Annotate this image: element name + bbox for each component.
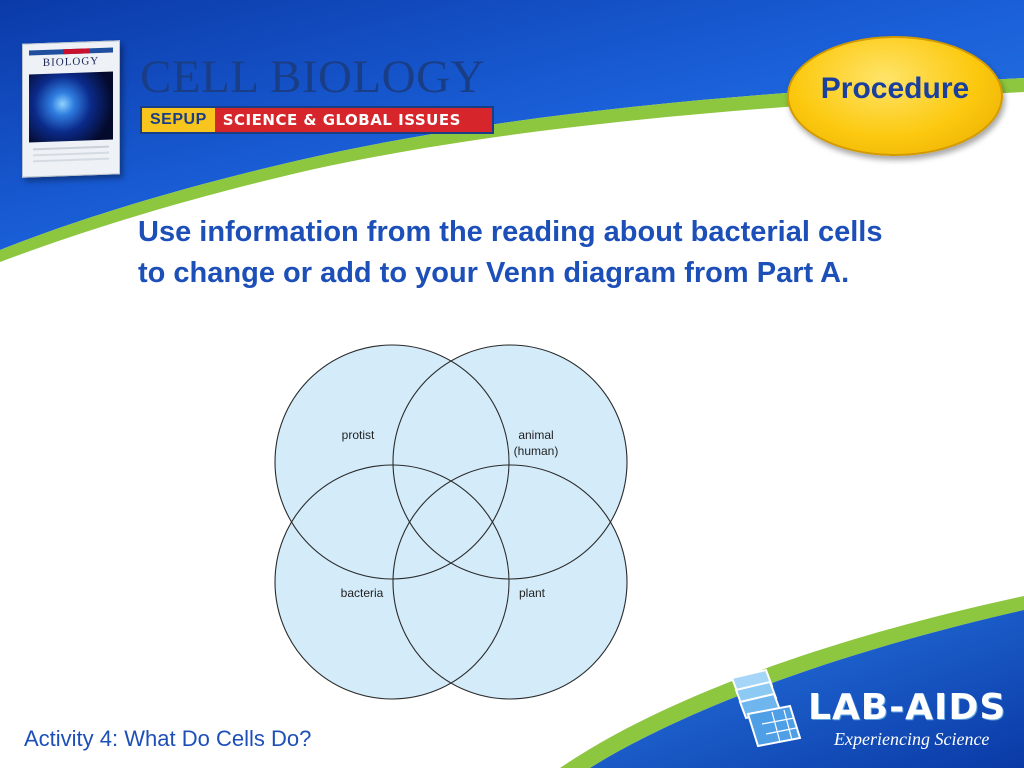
venn-circle-plant [392,464,628,700]
lab-aids-tagline: Experiencing Science [834,729,990,749]
lab-aids-logo-icon [730,668,802,748]
venn-diagram: protist animal (human) bacteria plant [274,344,628,700]
book-cover-title: BIOLOGY [42,55,100,69]
venn-circle-bacteria [274,464,510,700]
venn-circle-animal [392,344,628,580]
bottom-blue-swoosh [590,610,1024,768]
venn-circle-protist [274,344,510,580]
procedure-label: Procedure [820,72,970,105]
series-label: SCIENCE & GLOBAL ISSUES [214,108,492,132]
venn-label-animal: animal [518,428,553,442]
venn-label-animal-human: (human) [514,444,559,458]
activity-footer: Activity 4: What Do Cells Do? [24,726,312,751]
book-cover-photo [29,71,113,143]
bottom-green-swoosh [560,596,1024,768]
venn-label-plant: plant [519,586,546,600]
procedure-badge: Procedure [787,36,1003,156]
instruction-text: Use information from the reading about b… [138,216,883,289]
lab-aids-logo-text: LAB-AIDS [808,687,1007,728]
top-blue-swoosh [0,0,1024,250]
series-banner: SEPUP SCIENCE & GLOBAL ISSUES [140,106,494,134]
venn-label-bacteria: bacteria [341,586,384,600]
course-title: CELL BIOLOGY [140,51,485,103]
book-cover-image: BIOLOGY [22,40,120,178]
sepup-label: SEPUP [142,108,215,132]
venn-label-protist: protist [342,428,375,442]
